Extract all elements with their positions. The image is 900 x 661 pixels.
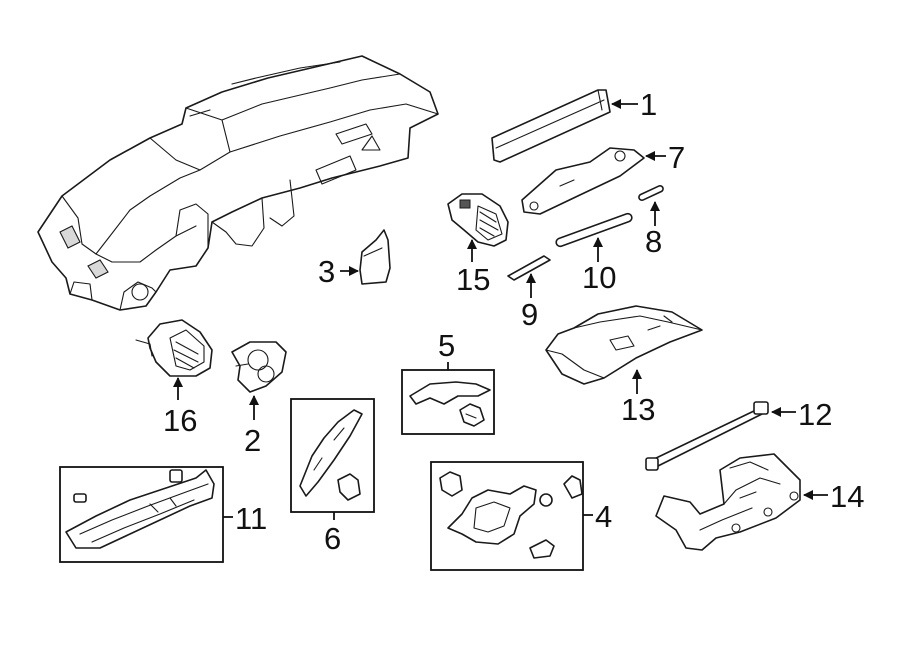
part-1-trim-molding — [491, 89, 611, 163]
callout-12: 12 — [798, 397, 832, 432]
callout-7: 7 — [668, 140, 685, 175]
callout-15: 15 — [456, 262, 490, 297]
callout-1: 1 — [640, 87, 657, 122]
part-10-long-molding — [555, 212, 633, 248]
callout-8: 8 — [645, 224, 662, 259]
instrument-panel-assembly — [37, 55, 439, 311]
part-14-lower-bracket — [655, 453, 801, 551]
part-11-bracket — [65, 469, 215, 549]
part-15-center-air-vent — [447, 193, 509, 247]
part-4-frame — [430, 461, 584, 571]
callout-9: 9 — [521, 297, 538, 332]
callout-13: 13 — [621, 392, 655, 427]
part-6-bracket — [299, 409, 363, 501]
part-9-short-molding — [507, 255, 551, 281]
callout-16: 16 — [163, 403, 197, 438]
part-11-frame — [59, 466, 224, 563]
callout-2: 2 — [244, 423, 261, 458]
part-3-end-cap — [359, 229, 391, 285]
callout-11: 11 — [235, 501, 267, 536]
callout-5: 5 — [438, 328, 455, 363]
part-5-bracket — [409, 381, 491, 427]
part-12-support-rod — [645, 401, 769, 471]
part-8-small-molding — [638, 184, 664, 202]
callout-3: 3 — [318, 254, 335, 289]
part-6-frame — [290, 398, 375, 513]
part-13-lower-trim-panel — [545, 305, 703, 385]
part-7-trim-panel — [521, 147, 645, 215]
callout-6: 6 — [324, 521, 341, 556]
part-2-vent-bezel — [231, 341, 287, 393]
callout-10: 10 — [582, 260, 616, 295]
callout-4: 4 — [595, 499, 612, 534]
callout-14: 14 — [830, 479, 864, 514]
part-4-bracket — [439, 471, 583, 559]
part-16-side-air-vent — [135, 319, 213, 377]
